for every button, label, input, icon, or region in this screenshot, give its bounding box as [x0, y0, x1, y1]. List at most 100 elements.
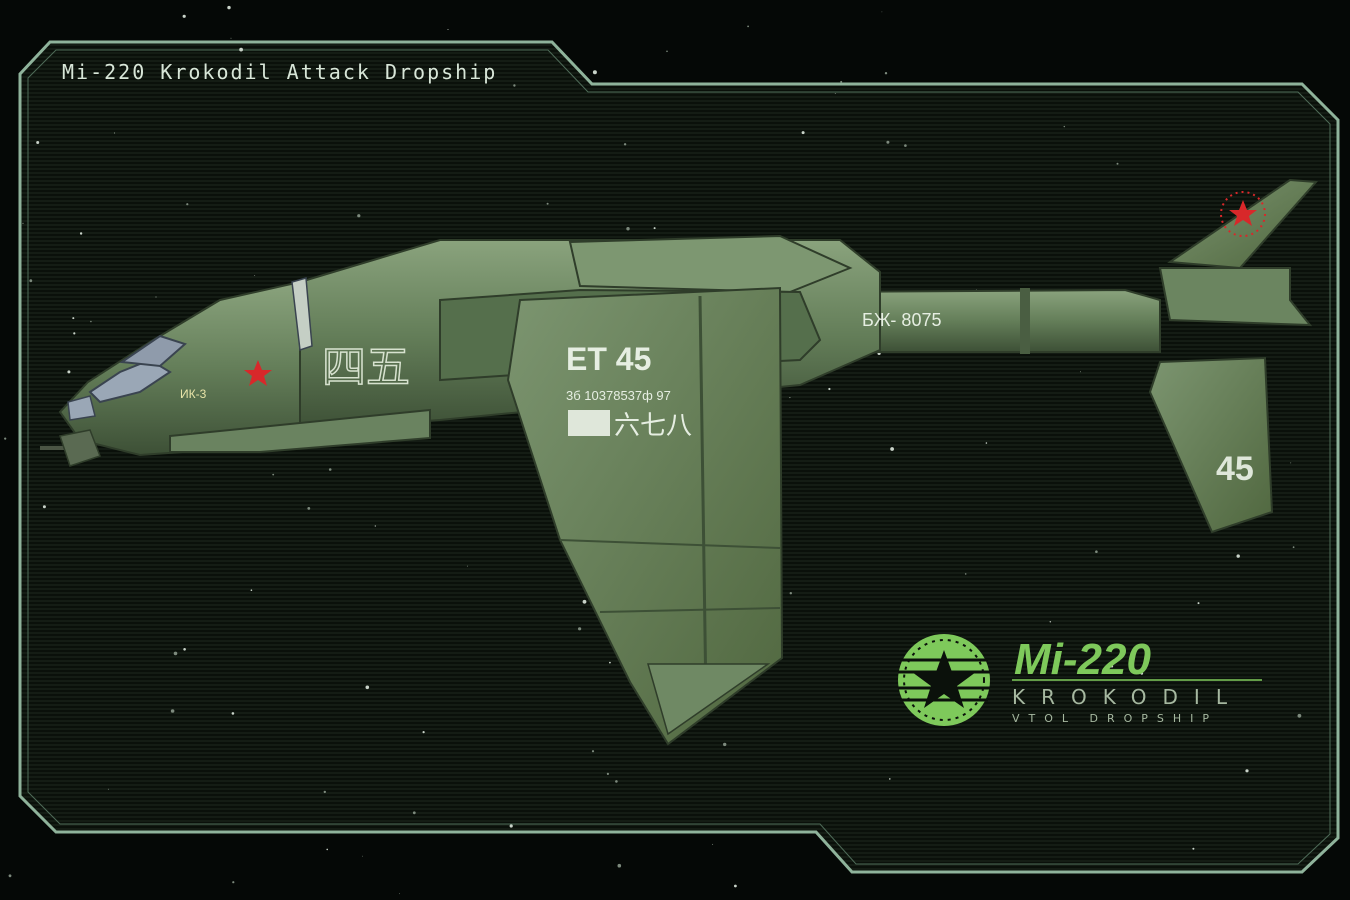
star-dot [666, 50, 668, 53]
star-dot [29, 279, 33, 283]
star-dot [1192, 847, 1195, 850]
star-dot [357, 214, 361, 218]
star-dot [582, 599, 587, 604]
logo-subtitle: VTOL DROPSHIP [1012, 712, 1218, 725]
star-dot [801, 131, 805, 135]
star-dot [1110, 665, 1114, 668]
star-dot [591, 750, 595, 753]
star-dot [227, 5, 231, 10]
star-dot [230, 37, 232, 39]
star-dot [723, 742, 727, 747]
star-dot [606, 772, 610, 776]
star-dot [254, 275, 256, 276]
star-dot [886, 140, 890, 144]
star-dot [72, 317, 75, 320]
star-dot [1140, 672, 1144, 675]
star-dot [107, 788, 109, 790]
wing-kanji: 六七八 [614, 410, 692, 440]
star-dot [67, 370, 71, 374]
star-dot [712, 843, 714, 845]
star-dot [232, 881, 235, 884]
star-dot [609, 661, 611, 664]
star-dot [509, 824, 513, 828]
star-dot [447, 29, 449, 30]
cockpit-code: ИК-3 [180, 387, 207, 401]
star-dot [412, 811, 416, 815]
star-dot [592, 70, 597, 75]
star-icon [1229, 200, 1257, 226]
tail-number: 45 [1216, 450, 1254, 488]
side-kanji: 四五 [322, 343, 410, 392]
star-dot [466, 565, 468, 567]
red-star-roundel-icon [898, 634, 990, 726]
star-dot [326, 848, 329, 851]
star-dot [73, 332, 76, 335]
star-dot [79, 232, 83, 235]
star-dot [183, 648, 186, 651]
page-title: Mi-220 Krokodil Attack Dropship [62, 60, 498, 84]
star-dot [8, 874, 12, 878]
star-dot [615, 780, 618, 783]
logo-name: KROKODIL [1012, 685, 1243, 709]
star-dot [1063, 125, 1066, 128]
star-dot [889, 778, 891, 780]
star-dot [186, 203, 189, 206]
star-dot [374, 525, 376, 527]
star-dot [4, 437, 7, 440]
star-dot [747, 25, 749, 28]
star-dot [307, 507, 311, 510]
boom-serial: БЖ- 8075 [862, 310, 941, 330]
star-dot [323, 790, 326, 794]
star-dot [1080, 371, 1081, 373]
star-dot [1245, 769, 1249, 773]
star-dot [328, 468, 332, 471]
star-dot [113, 132, 116, 134]
star-dot [964, 573, 967, 575]
star-dot [623, 143, 627, 146]
star-dot [1116, 162, 1119, 165]
star-dot [1290, 462, 1292, 464]
star-dot [834, 93, 836, 94]
star-dot [653, 227, 656, 230]
star-dot [546, 202, 549, 205]
star-dot [626, 227, 630, 231]
star-dot [42, 505, 46, 509]
star-dot [890, 447, 894, 451]
star-dot [170, 709, 175, 713]
star-dot [22, 222, 24, 224]
star-dot [231, 712, 235, 715]
star-dot [734, 884, 737, 888]
star-dot [1292, 546, 1295, 549]
star-dot [881, 11, 883, 13]
star-dot [1297, 713, 1302, 718]
star-dot [985, 442, 988, 444]
star-dot [828, 387, 831, 391]
star-dot [422, 731, 425, 734]
star-dot [250, 589, 253, 591]
star-dot [578, 627, 582, 631]
star-dot [904, 144, 907, 147]
star-dot [90, 320, 92, 323]
star-dot [617, 863, 622, 868]
star-dot [173, 651, 178, 656]
star-icon [244, 360, 272, 386]
wing-serial: 3б 10378537ф 97 [566, 388, 671, 403]
wing-code: ET 45 [566, 341, 651, 377]
logo-model: Mi-220 [1014, 635, 1151, 684]
star-dot [1197, 602, 1200, 605]
star-dot [362, 855, 363, 857]
star-dot [1095, 550, 1098, 553]
star-dot [513, 84, 516, 87]
star-dot [182, 14, 186, 18]
star-dot [789, 397, 791, 399]
star-dot [272, 473, 275, 476]
star-dot [884, 72, 888, 75]
star-dot [155, 296, 157, 298]
star-dot [840, 80, 843, 83]
star-dot [36, 141, 40, 144]
star-dot [1049, 621, 1052, 623]
star-dot [399, 893, 400, 895]
